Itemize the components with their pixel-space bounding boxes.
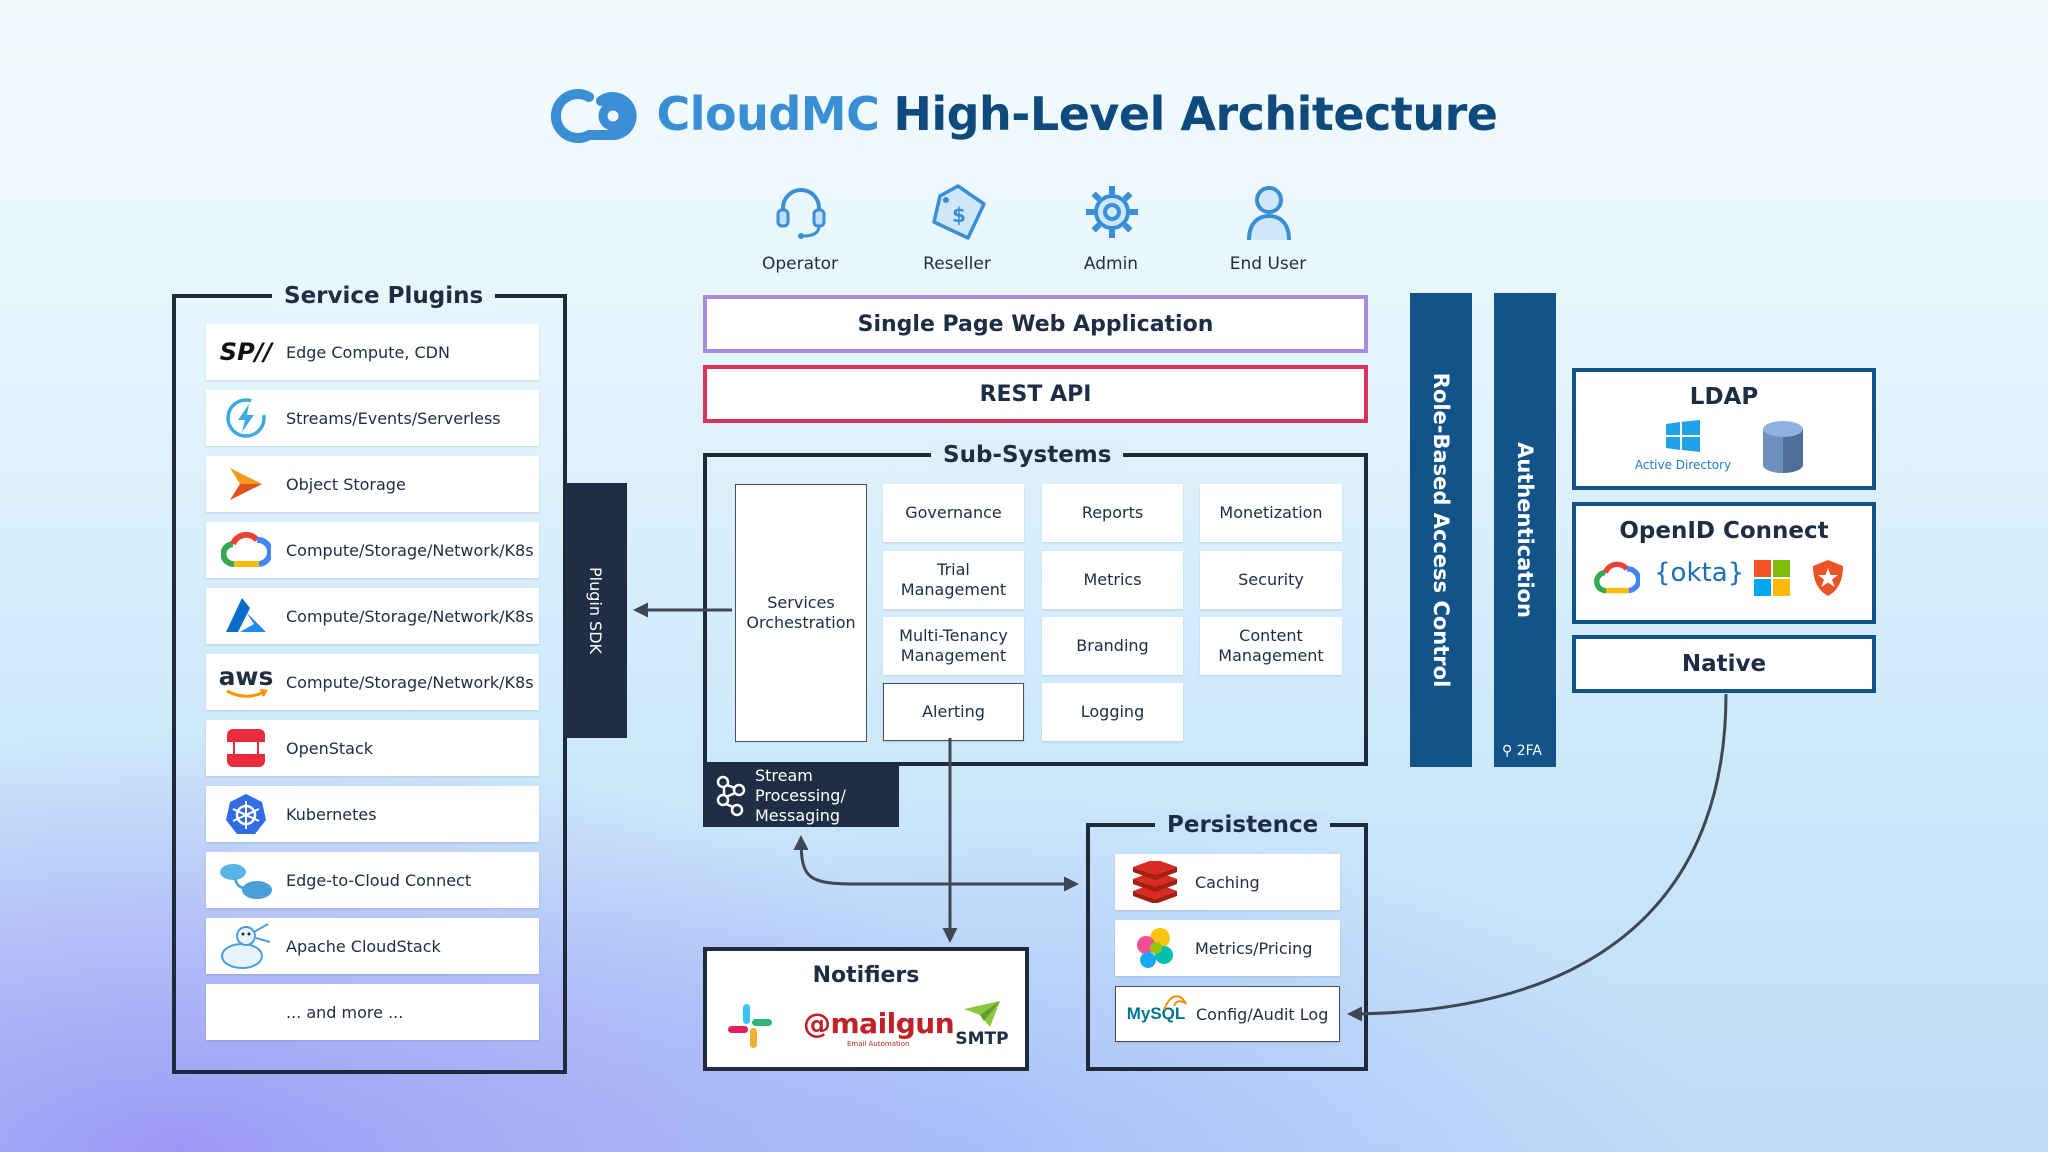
plugin-item: Apache CloudStack [206,918,539,974]
windows-logo-icon: Active Directory [1628,420,1738,480]
persona-label: Admin [1083,254,1139,274]
role-based-access-control: Role-Based Access Control [1410,293,1472,767]
plugin-item: Streams/Events/Serverless [206,390,539,446]
single-page-web-application: Single Page Web Application [703,295,1368,353]
subsystems-panel: Sub-Systems Services Orchestration Gover… [703,440,1368,766]
subsystem-metrics: Metrics [1042,551,1183,609]
persona-label: Reseller [923,254,991,274]
native-provider: Native [1572,635,1876,693]
subsystem-branding: Branding [1042,617,1183,675]
elastic-cluster-icon [1115,920,1195,976]
subsystems-title: Sub-Systems [931,440,1124,470]
plugin-item: Edge-to-Cloud Connect [206,852,539,908]
persistence-item-metrics-pricing: Metrics/Pricing [1115,920,1340,976]
subsystem-security: Security [1200,551,1342,609]
cloudmc-logo-icon [550,89,637,143]
auth0-shield-icon [1810,558,1846,602]
headset-icon [776,188,826,239]
persona-label: End User [1229,254,1307,274]
persona-reseller: $ Reseller [892,182,1022,282]
redis-icon [1115,854,1195,910]
subsystem-multi-tenancy: Multi-Tenancy Management [883,617,1024,675]
authentication: Authentication ⚲ 2FA [1494,293,1556,767]
aws-logo-icon: aws [206,654,286,710]
okta-logo-icon: {okta} [1654,558,1745,588]
lightning-circle-icon [206,390,286,446]
subsystem-alerting: Alerting [883,683,1024,741]
plugin-item: OpenStack [206,720,539,776]
plugin-item: Object Storage [206,456,539,512]
smtp-icon: SMTP [951,999,1013,1049]
stackpath-logo-icon: SP// [219,338,273,366]
service-plugins-panel: Service Plugins SP// Edge Compute, CDN S… [172,281,567,1074]
brand-name: CloudMC [656,87,880,141]
arrow-bird-icon [206,456,286,512]
persistence-item-config-audit-log: MySQL Config/Audit Log [1115,986,1340,1042]
plugin-item: aws Compute/Storage/Network/K8s [206,654,539,710]
ldap-provider: LDAP Active Directory [1572,368,1876,490]
services-orchestration: Services Orchestration [735,484,867,742]
openldap-database-icon [1760,420,1806,480]
cloud-connect-icon [206,852,286,908]
mailgun-icon: @mailgun Email Automation [803,1007,955,1048]
plugin-sdk: Plugin SDK [565,483,627,738]
kubernetes-wheel-icon [206,786,286,842]
google-cloud-icon [1594,560,1642,600]
cloudstack-mascot-icon [206,918,286,974]
persistence-panel: Persistence Caching Metrics/Pricin [1086,810,1368,1071]
slack-icon [725,1001,775,1055]
key-icon: ⚲ [1502,743,1513,759]
persona-admin: Admin [1046,182,1176,282]
plugin-item-more: ... and more ... [206,984,539,1040]
azure-icon [206,588,286,644]
persona-label: Operator [761,254,839,274]
service-plugins-title: Service Plugins [272,281,496,311]
notifiers-panel: Notifiers @mailgun Email Automation SMTP [703,947,1029,1071]
persistence-title: Persistence [1155,810,1331,840]
microsoft-logo-icon [1754,560,1790,600]
openstack-icon [206,720,286,776]
stream-to-persistence-arrow [793,835,1079,892]
subsystem-monetization: Monetization [1200,484,1342,542]
subsystem-governance: Governance [883,484,1024,542]
persona-operator: Operator [735,182,865,282]
plugin-item: Compute/Storage/Network/K8s [206,522,539,578]
subsystem-reports: Reports [1042,484,1183,542]
price-tag-icon: $ [932,184,986,240]
persistence-item-caching: Caching [1115,854,1340,910]
plugin-item: SP// Edge Compute, CDN [206,324,539,380]
plugin-item: Kubernetes [206,786,539,842]
two-factor-badge: ⚲ 2FA [1502,743,1542,759]
persona-end-user: End User [1203,182,1333,282]
rest-api: REST API [703,365,1368,423]
mysql-icon: MySQL [1116,986,1196,1042]
subsystem-trial-management: Trial Management [883,551,1024,609]
stream-processing-messaging: Stream Processing/ Messaging [703,764,899,827]
subsystem-content-management: Content Management [1200,617,1342,675]
google-cloud-icon [206,522,286,578]
plugin-item: Compute/Storage/Network/K8s [206,588,539,644]
gear-icon [1086,186,1138,238]
svg-text:$: $ [952,203,966,227]
title-text: High-Level Architecture [893,87,1498,141]
user-icon [1247,186,1291,241]
subsystem-logging: Logging [1042,683,1183,741]
page-title: CloudMC High-Level Architecture [0,78,2048,150]
network-nodes-icon [716,775,746,816]
openid-connect-provider: OpenID Connect {okta} [1572,502,1876,624]
